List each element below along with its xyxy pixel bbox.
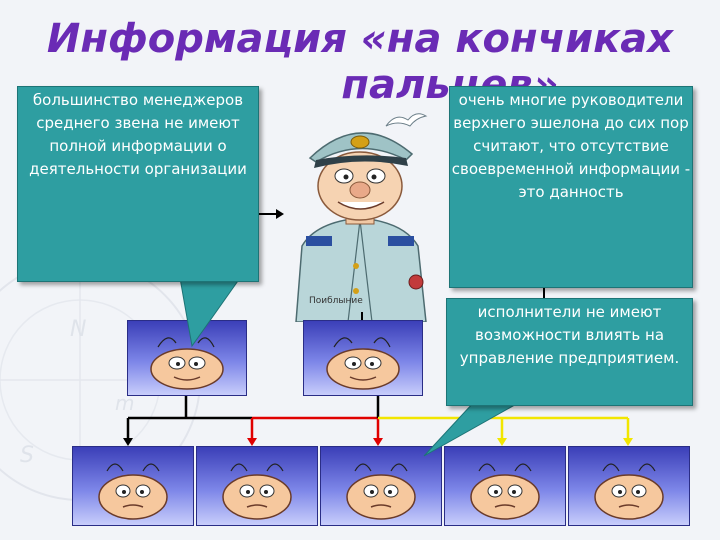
callout-executors-text: исполнители не имеют возможности влиять … — [459, 303, 680, 367]
general-caption: Поиблыние — [309, 296, 363, 306]
svg-text:m: m — [115, 391, 134, 415]
callout-middle-managers-text: большинство менеджеров среднего звена не… — [29, 91, 247, 178]
svg-text:S: S — [20, 443, 34, 468]
callout-top-managers-text: очень многие руководители верхнего эшело… — [451, 91, 691, 201]
middle-manager-card-1 — [127, 320, 247, 396]
title-line-1: Информация «на кончиках — [46, 16, 674, 62]
executor-card-4 — [444, 446, 566, 526]
executor-card-3 — [320, 446, 442, 526]
callout-middle-managers: большинство менеджеров среднего звена не… — [17, 86, 259, 282]
executor-card-1 — [72, 446, 194, 526]
executor-card-2 — [196, 446, 318, 526]
svg-text:N: N — [70, 317, 86, 342]
callout-executors: исполнители не имеют возможности влиять … — [446, 298, 693, 406]
general-caricature — [295, 113, 428, 322]
middle-manager-card-2 — [303, 320, 423, 396]
callout-top-managers: очень многие руководители верхнего эшело… — [449, 86, 693, 288]
executor-card-5 — [568, 446, 690, 526]
